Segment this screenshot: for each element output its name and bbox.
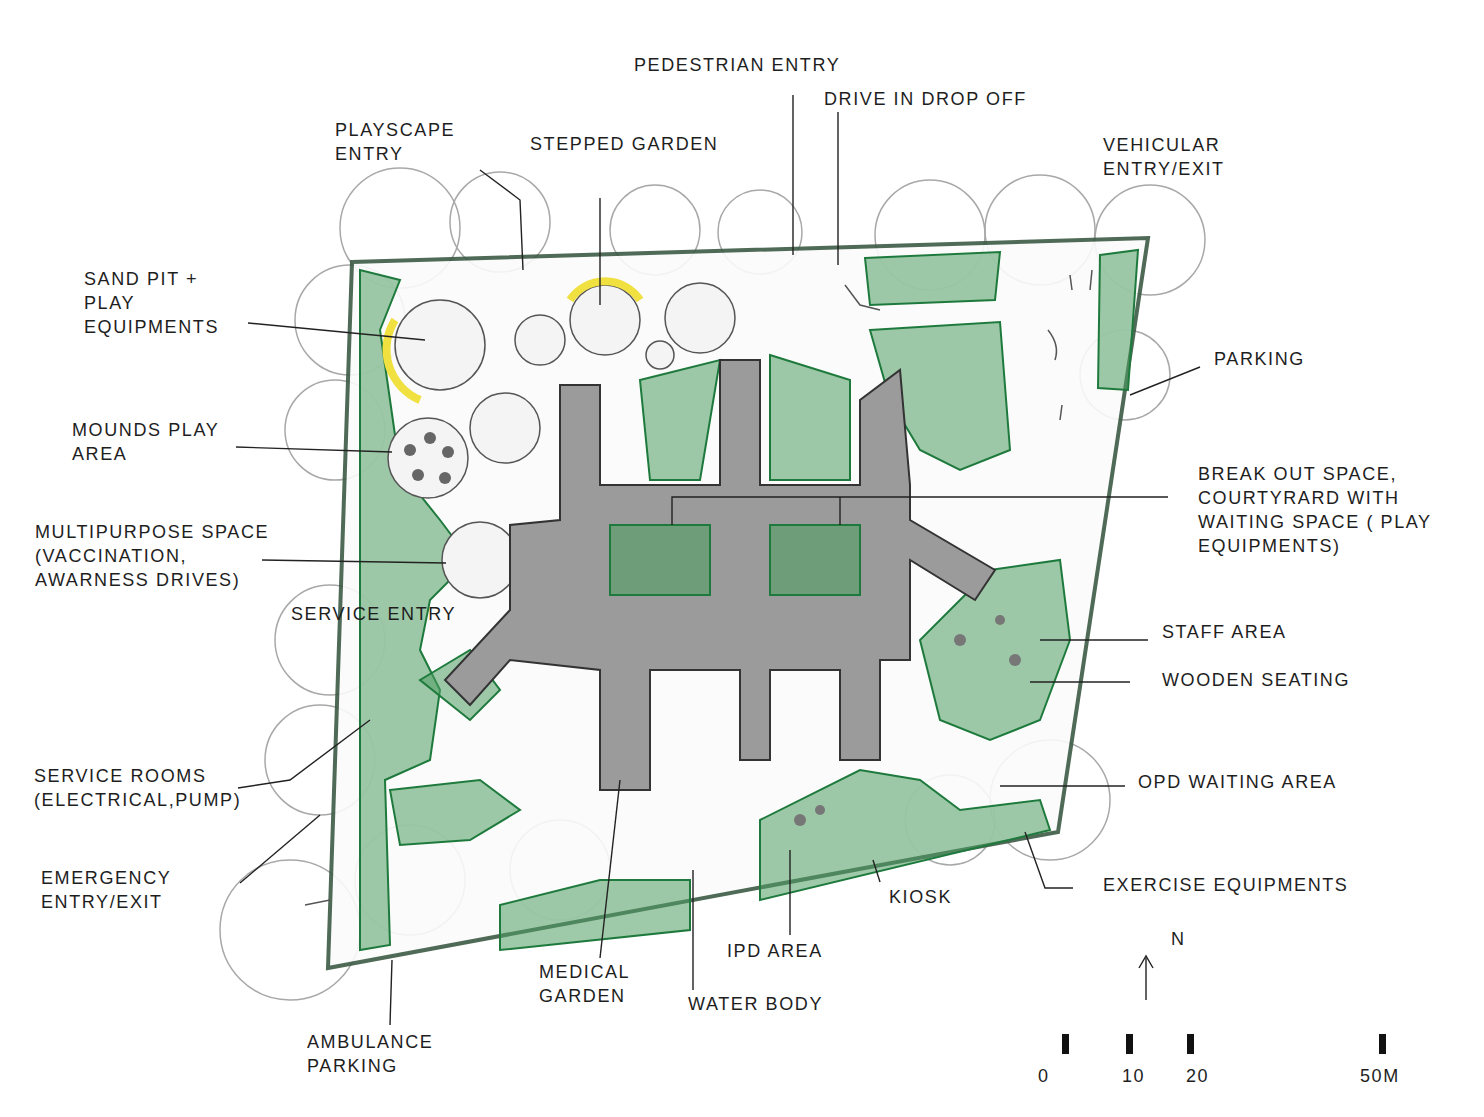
callout-label: EXERCISE EQUIPMENTS [1103, 873, 1348, 897]
scale-number: 50M [1360, 1064, 1400, 1088]
scale-number: 10 [1122, 1064, 1145, 1088]
callout-label: MEDICAL GARDEN [539, 960, 654, 1008]
building [445, 360, 995, 790]
callout-label: SAND PIT + PLAY EQUIPMENTS [84, 267, 249, 339]
callout-label: DRIVE IN DROP OFF [824, 87, 1027, 111]
callout-label: STAFF AREA [1162, 620, 1287, 644]
scale-bar [1062, 1034, 1386, 1054]
callout-label: PLAYSCAPE ENTRY [335, 118, 475, 166]
callout-label: MOUNDS PLAY AREA [72, 418, 222, 466]
callout-label: WATER BODY [688, 992, 823, 1016]
leader-lines [236, 95, 1200, 1025]
yellow-arc [386, 320, 420, 400]
ipd-dots [794, 615, 1021, 826]
mounds [404, 432, 454, 484]
green-areas [360, 250, 1138, 950]
north-label: N [1171, 927, 1186, 951]
callout-label: EMERGENCY ENTRY/EXIT [41, 866, 211, 914]
trees [220, 168, 1205, 1000]
callout-label: SERVICE ENTRY [291, 602, 456, 626]
yellow-arc [570, 281, 640, 300]
callout-label: PEDESTRIAN ENTRY [634, 53, 840, 77]
callout-label: KIOSK [889, 885, 952, 909]
callout-label: MULTIPURPOSE SPACE (VACCINATION, AWARNES… [35, 520, 300, 592]
callout-label: VEHICULAR ENTRY/EXIT [1103, 133, 1263, 181]
callout-label: AMBULANCE PARKING [307, 1030, 467, 1078]
callout-label: OPD WAITING AREA [1138, 770, 1337, 794]
site-boundary [328, 238, 1148, 968]
callout-label: PARKING [1214, 347, 1305, 371]
callout-label: BREAK OUT SPACE, COURTYRARD WITH WAITING… [1198, 462, 1458, 558]
callout-label: STEPPED GARDEN [530, 132, 718, 156]
north-arrow [1139, 956, 1153, 1000]
scale-number: 0 [1038, 1064, 1050, 1088]
callout-label: IPD AREA [727, 939, 823, 963]
scale-number: 20 [1186, 1064, 1209, 1088]
callout-label: WOODEN SEATING [1162, 668, 1350, 692]
courtyards [610, 525, 860, 595]
callout-label: SERVICE ROOMS (ELECTRICAL,PUMP) [34, 764, 284, 812]
circulation-arrows [305, 270, 1092, 905]
